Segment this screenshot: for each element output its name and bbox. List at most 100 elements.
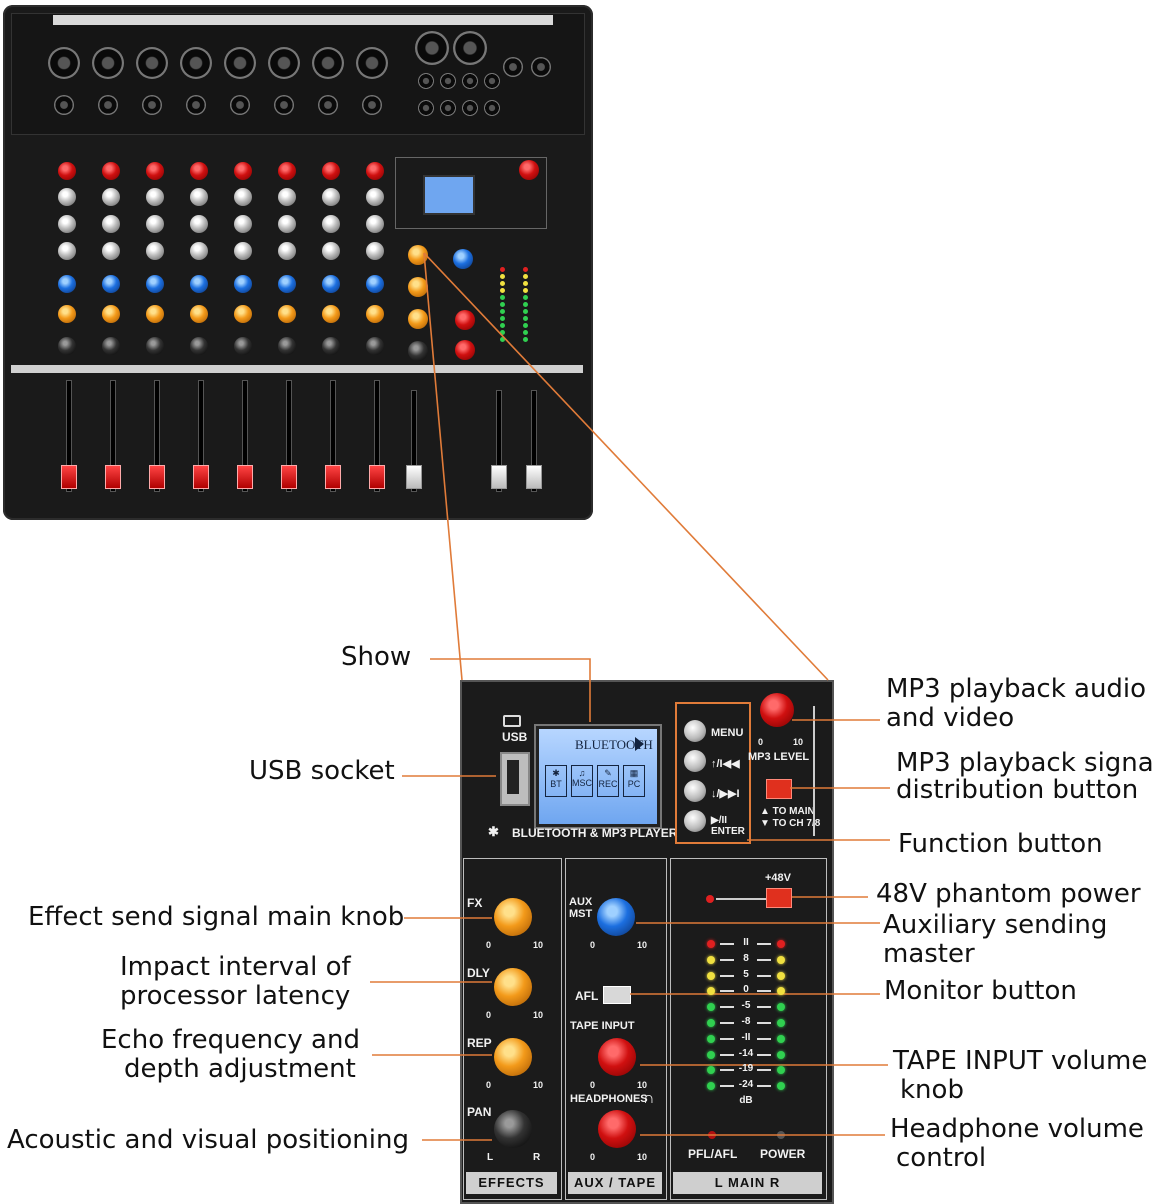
fader-cap [105, 465, 121, 489]
fader-slot [66, 380, 72, 492]
meter-led-l [707, 971, 715, 980]
phantom-power-button[interactable] [766, 888, 792, 908]
lcd-icon-rec: ✎REC [597, 765, 619, 797]
mixer-channel-strip-labels [53, 15, 553, 25]
mini-led [523, 316, 528, 321]
aux-tape-footer: AUX / TAPE [568, 1172, 662, 1194]
small-jack [418, 100, 434, 116]
to-ch-label: ▼ TO CH 7/8 [760, 818, 821, 829]
channel-knob [146, 242, 164, 260]
callout-usb-socket: USB socket [249, 756, 395, 786]
ctrl-room-jack [531, 57, 551, 77]
channel-knob [234, 188, 252, 206]
small-jack [462, 73, 478, 89]
mini-led [523, 274, 528, 279]
line-jack [318, 95, 338, 115]
mp3-knob-min: 0 [758, 737, 764, 747]
pfl-afl-label: PFL/AFL [688, 1147, 738, 1161]
pan-knob[interactable] [494, 1110, 532, 1148]
mini-led [500, 274, 505, 279]
mini-led [500, 316, 505, 321]
callout-aux-master-1: Auxiliary sending [883, 910, 1108, 940]
meter-led-l [707, 1050, 715, 1059]
dly-knob-min: 0 [486, 1010, 492, 1020]
mp3-distribution-button[interactable] [766, 779, 792, 799]
headphones-label: HEADPHONES [570, 1093, 648, 1105]
dly-label: DLY [467, 966, 490, 980]
pan-l-label: L [487, 1152, 494, 1163]
tape-input-label: TAPE INPUT [570, 1020, 635, 1032]
tape-knob [455, 310, 475, 330]
dly-knob-max: 10 [533, 1010, 544, 1020]
mp3-level-knob[interactable] [760, 693, 794, 727]
meter-led-r [777, 1066, 785, 1075]
mini-led [523, 281, 528, 286]
channel-knob [322, 305, 340, 323]
usb-label: USB [502, 730, 528, 744]
ctrl-room-jack [503, 57, 523, 77]
small-jack [440, 73, 456, 89]
fader-cap [61, 465, 77, 489]
channel-knob [190, 242, 208, 260]
channel-knob [102, 305, 120, 323]
meter-dash [720, 1006, 734, 1009]
callout-echo-1: Echo frequency and [101, 1025, 360, 1055]
mini-led [500, 330, 505, 335]
tape-input-knob[interactable] [598, 1038, 636, 1076]
mp3-divider [813, 706, 815, 836]
bluetooth-mp3-label: BLUETOOTH & MP3 PLAYER [512, 826, 678, 840]
dly-knob[interactable] [494, 968, 532, 1006]
next-button[interactable] [684, 780, 706, 802]
aux-knob-min: 0 [590, 940, 596, 950]
menu-button[interactable] [684, 720, 706, 742]
fx-knob-min: 0 [486, 940, 492, 950]
play-arrow-icon [635, 737, 644, 751]
effects-knob [408, 245, 428, 265]
aux-knob [453, 249, 473, 269]
channel-knob [366, 242, 384, 260]
fx-knob[interactable] [494, 898, 532, 936]
zoom-line-right [423, 252, 829, 681]
channel-knob [102, 275, 120, 293]
line-jack [142, 95, 162, 115]
prev-label: ↑/I◀◀ [711, 758, 740, 770]
xlr-jack [268, 47, 300, 79]
meter-led-l [707, 1034, 715, 1043]
channel-knob [58, 162, 76, 180]
channel-knob [102, 242, 120, 260]
channel-knob [146, 337, 164, 355]
fader-slot [374, 380, 380, 492]
prev-button[interactable] [684, 750, 706, 772]
channel-knob [322, 215, 340, 233]
hp-knob-max: 10 [637, 1152, 648, 1162]
meter-label: -24 [738, 1079, 754, 1091]
hp-knob-min: 0 [590, 1152, 596, 1162]
channel-knob [146, 162, 164, 180]
mini-led [523, 337, 528, 342]
aux-master-knob[interactable] [597, 898, 635, 936]
line-jack [186, 95, 206, 115]
play-enter-button[interactable] [684, 810, 706, 832]
channel-knob [366, 188, 384, 206]
channel-knob [234, 305, 252, 323]
mini-led [500, 309, 505, 314]
line-jack [362, 95, 382, 115]
effects-knob [408, 341, 428, 361]
meter-led-r [777, 1019, 785, 1027]
rep-knob[interactable] [494, 1038, 532, 1076]
usb-socket[interactable] [500, 752, 530, 806]
meter-dash [757, 1037, 771, 1040]
callout-acoustic: Acoustic and visual positioning [7, 1125, 409, 1155]
channel-knob [190, 305, 208, 323]
afl-monitor-button[interactable] [603, 986, 631, 1004]
line-jack [274, 95, 294, 115]
channel-knob [190, 215, 208, 233]
channel-number-strip [11, 365, 583, 373]
channel-knob [146, 305, 164, 323]
fader-slot [154, 380, 160, 492]
menu-label: MENU [711, 727, 744, 739]
meter-led-r [777, 940, 785, 948]
headphone-knob[interactable] [598, 1110, 636, 1148]
meter-label: -19 [738, 1063, 754, 1075]
